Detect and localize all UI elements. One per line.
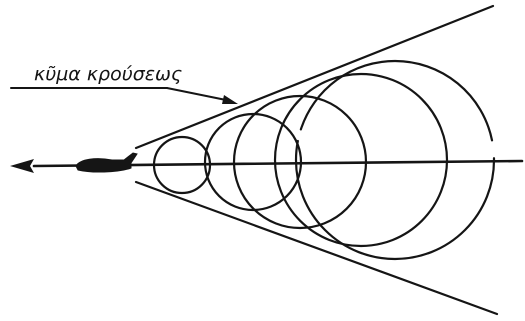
label-leader-arrowhead [222,95,238,104]
mach-cone-lower-line [136,182,497,314]
flight-direction-arrowhead [10,159,34,173]
sound-wave-circle-5 [296,61,494,259]
aircraft-icon [76,153,137,172]
shock-wave-label: κῦμα κρούσεως [34,63,182,85]
label-leader-line [167,88,226,100]
sound-wave-circle-2 [205,114,301,210]
